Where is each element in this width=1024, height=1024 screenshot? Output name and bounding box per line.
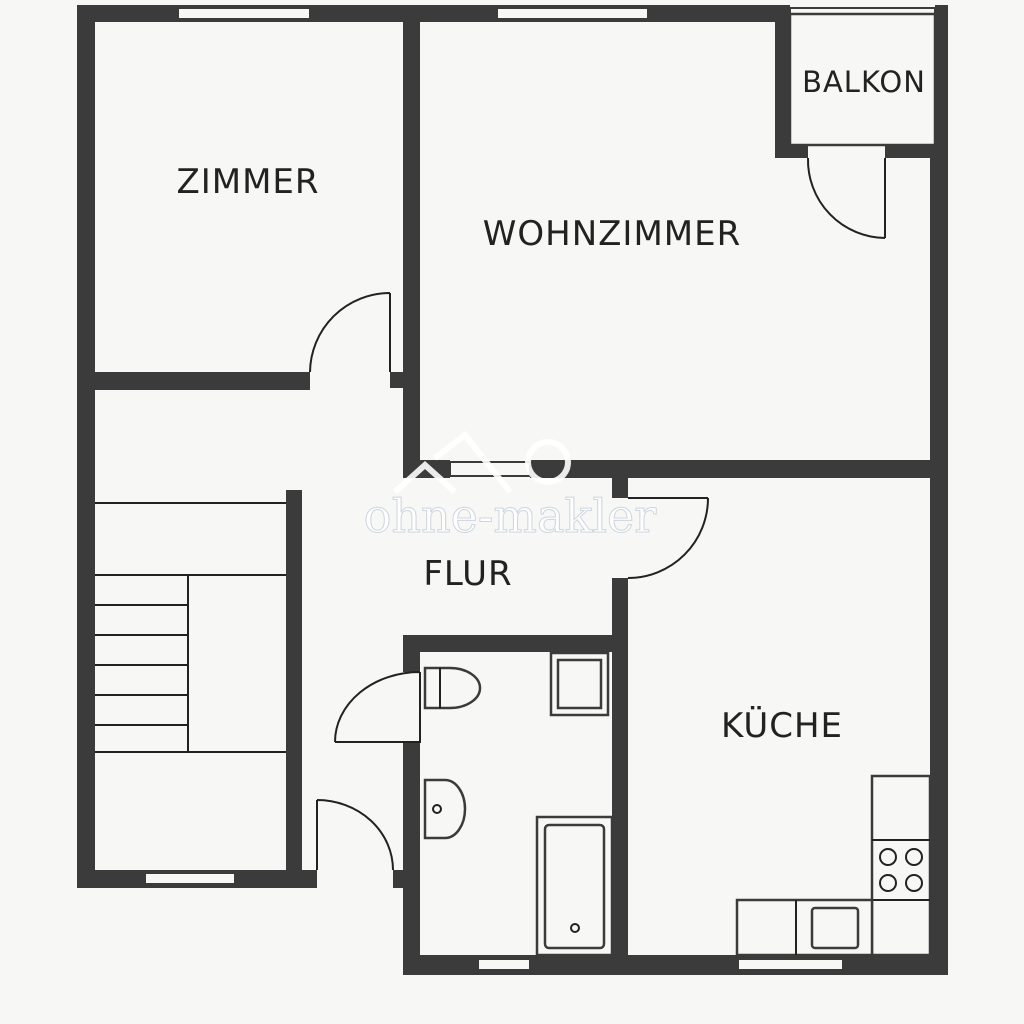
sink-icon: [423, 778, 467, 840]
watermark-text: ohne-makler: [364, 489, 657, 543]
kitchen-fixtures: [735, 774, 932, 957]
room-labels: ZIMMER WOHNZIMMER BALKON FLUR KÜCHE: [176, 65, 926, 746]
kitchen-counter: [870, 774, 932, 957]
toilet-icon: [423, 666, 482, 710]
label-kueche: KÜCHE: [721, 705, 843, 746]
bathroom-fixtures: [423, 651, 614, 957]
stove-icon: [879, 848, 923, 892]
balcony-area: [788, 12, 937, 147]
label-zimmer: ZIMMER: [176, 162, 319, 202]
walls: [77, 5, 948, 975]
kitchen-sink-icon: [810, 906, 860, 950]
label-flur: FLUR: [423, 554, 512, 594]
label-wohnzimmer: WOHNZIMMER: [483, 214, 741, 254]
windows: [144, 7, 936, 971]
staircase: [95, 502, 286, 753]
doors: [309, 157, 886, 871]
watermark-logo: ohne-makler: [363, 430, 657, 544]
label-balkon: BALKON: [802, 65, 926, 99]
